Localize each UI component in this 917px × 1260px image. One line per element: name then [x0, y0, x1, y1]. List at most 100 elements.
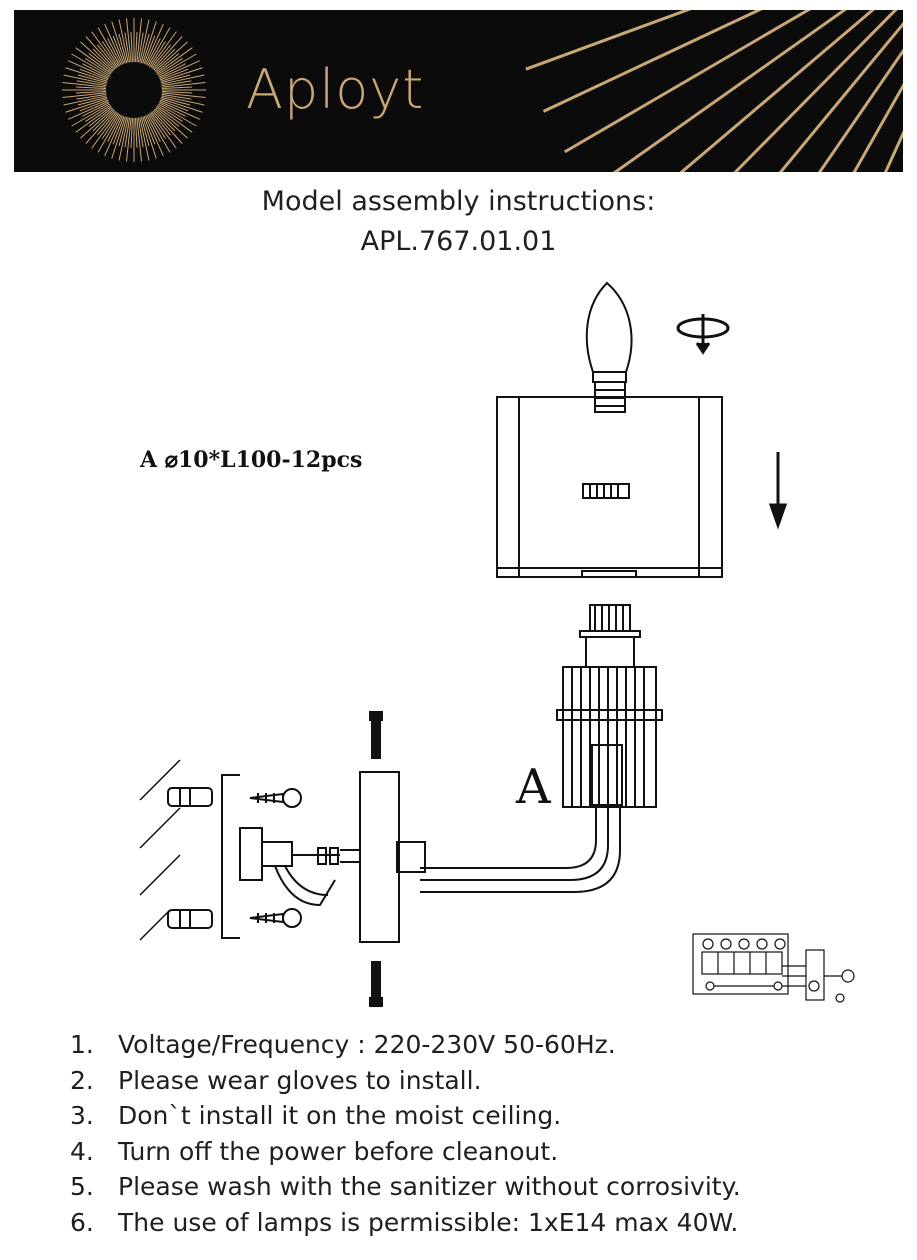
sun-ray — [88, 53, 113, 73]
sun-ray — [76, 80, 107, 87]
sun-ray — [77, 74, 108, 84]
banner-ray — [564, 10, 812, 154]
sun-ray — [156, 106, 193, 133]
sun-ray — [156, 47, 193, 74]
sun-ray — [77, 96, 108, 106]
sun-ray — [79, 68, 109, 81]
list-item: 1.Voltage/Frequency : 220-230V 50-60Hz. — [70, 1030, 616, 1059]
sun-ray — [104, 115, 124, 156]
sun-ray — [85, 104, 111, 123]
sun-ray — [150, 112, 177, 149]
sun-ray — [101, 41, 120, 67]
sun-ray — [157, 104, 183, 123]
sun-ray — [104, 24, 124, 65]
sun-ray — [161, 80, 192, 87]
sun-ray — [71, 53, 111, 77]
sun-ray — [148, 113, 167, 139]
screw-top-icon — [369, 711, 383, 759]
sun-ray — [134, 32, 138, 63]
wall-hatch — [139, 759, 181, 941]
list-item: 6.The use of lamps is permissible: 1xE14… — [70, 1207, 739, 1237]
sun-ray — [107, 114, 122, 142]
sun-ray — [125, 117, 132, 162]
sun-ray — [159, 100, 200, 120]
part-label: A ⌀10*L100-12pcs — [140, 447, 363, 473]
sun-ray — [136, 18, 143, 63]
banner-ray — [542, 10, 763, 113]
sun-ray — [71, 103, 111, 127]
sun-ray — [161, 93, 192, 100]
sun-ray — [143, 115, 156, 145]
sun-ray — [154, 108, 188, 139]
sun-ray — [139, 19, 150, 63]
sun-ray — [160, 98, 203, 113]
lamp-shade — [496, 396, 723, 578]
brand-logo-text: Aployt — [246, 58, 425, 121]
sun-ray — [91, 31, 118, 68]
sun-ray — [82, 102, 110, 117]
sun-ray — [146, 38, 161, 66]
rotate-arrow-icon — [676, 314, 730, 355]
sun-ray — [157, 53, 197, 77]
sun-ray — [125, 18, 132, 63]
crystal-rods-holder — [556, 666, 663, 808]
sun-ray — [85, 57, 111, 76]
list-item: 2.Please wear gloves to install. — [70, 1065, 482, 1095]
screw-bottom-icon — [369, 961, 383, 1007]
sun-ray — [159, 68, 189, 81]
list-item: 5.Please wash with the sanitizer without… — [70, 1172, 741, 1201]
sun-ray — [158, 63, 186, 78]
banner-ray — [679, 10, 875, 172]
candle-bulb-icon — [585, 281, 633, 413]
sun-ray — [161, 81, 206, 88]
sun-ray — [151, 44, 171, 69]
sun-ray — [124, 32, 131, 63]
wiring-connector — [261, 841, 340, 907]
sun-ray — [160, 74, 191, 84]
sun-ray — [80, 41, 114, 72]
sun-ray — [160, 96, 191, 106]
banner-ray — [852, 82, 903, 172]
wall-base-plate — [340, 771, 400, 943]
sunburst-graphic — [62, 10, 903, 172]
part-callout-a: A — [515, 759, 552, 815]
sun-ray — [112, 35, 125, 65]
sun-ray — [97, 111, 117, 136]
banner-ray — [778, 21, 903, 172]
sun-ray — [144, 24, 164, 65]
sun-ray — [76, 90, 107, 94]
sun-ray — [147, 113, 171, 153]
sun-ray — [97, 27, 121, 67]
sun-ray — [88, 107, 113, 127]
sun-ray — [111, 21, 126, 64]
sun-ray — [147, 27, 171, 67]
sun-ray — [111, 116, 126, 159]
sun-ray — [65, 67, 108, 82]
sun-ray — [161, 90, 192, 94]
sun-ray — [79, 99, 109, 112]
sun-ray — [97, 113, 121, 153]
sun-ray — [112, 115, 125, 145]
instructions-list: 1.Voltage/Frequency : 220-230V 50-60Hz. … — [70, 1030, 741, 1243]
sun-ray — [118, 117, 129, 161]
lamp-arm — [396, 805, 621, 893]
sun-ray — [161, 74, 205, 85]
sun-ray — [130, 117, 134, 148]
sun-ray — [97, 44, 117, 69]
sun-ray — [62, 92, 107, 99]
sun-ray — [130, 32, 134, 63]
sun-ray — [91, 112, 118, 149]
sun-ray — [139, 117, 150, 161]
sun-ray — [62, 81, 107, 88]
wiring-schematic — [692, 933, 855, 1003]
sun-ray — [68, 100, 109, 120]
sun-ray — [80, 108, 114, 139]
assembly-diagram: A — [139, 281, 855, 1007]
sun-ray — [159, 60, 200, 80]
sun-ray — [150, 31, 177, 68]
sun-ray — [63, 74, 107, 85]
sun-ray — [153, 48, 176, 71]
sun-ray — [136, 117, 143, 162]
sun-ray — [82, 63, 110, 78]
sun-ray — [151, 111, 171, 136]
